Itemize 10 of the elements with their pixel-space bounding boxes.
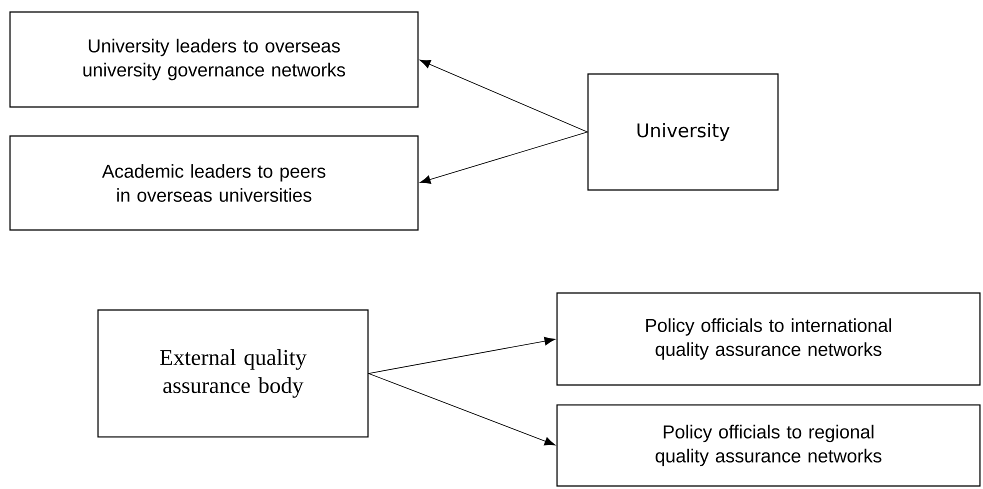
source-box: External quality assurance body — [97, 309, 369, 438]
text-box: Policy officials to regional quality assurance networks — [556, 404, 981, 487]
source-box: University — [587, 73, 779, 191]
arrow — [368, 336, 556, 374]
arrow — [420, 132, 588, 184]
arrow — [420, 60, 588, 132]
arrow — [368, 373, 556, 446]
text-box: University leaders to overseas university governance networks — [9, 11, 419, 108]
text-box: Academic leaders to peers in overseas universities — [9, 135, 419, 231]
text-box: Policy officials to international quality assurance networks — [556, 292, 981, 386]
